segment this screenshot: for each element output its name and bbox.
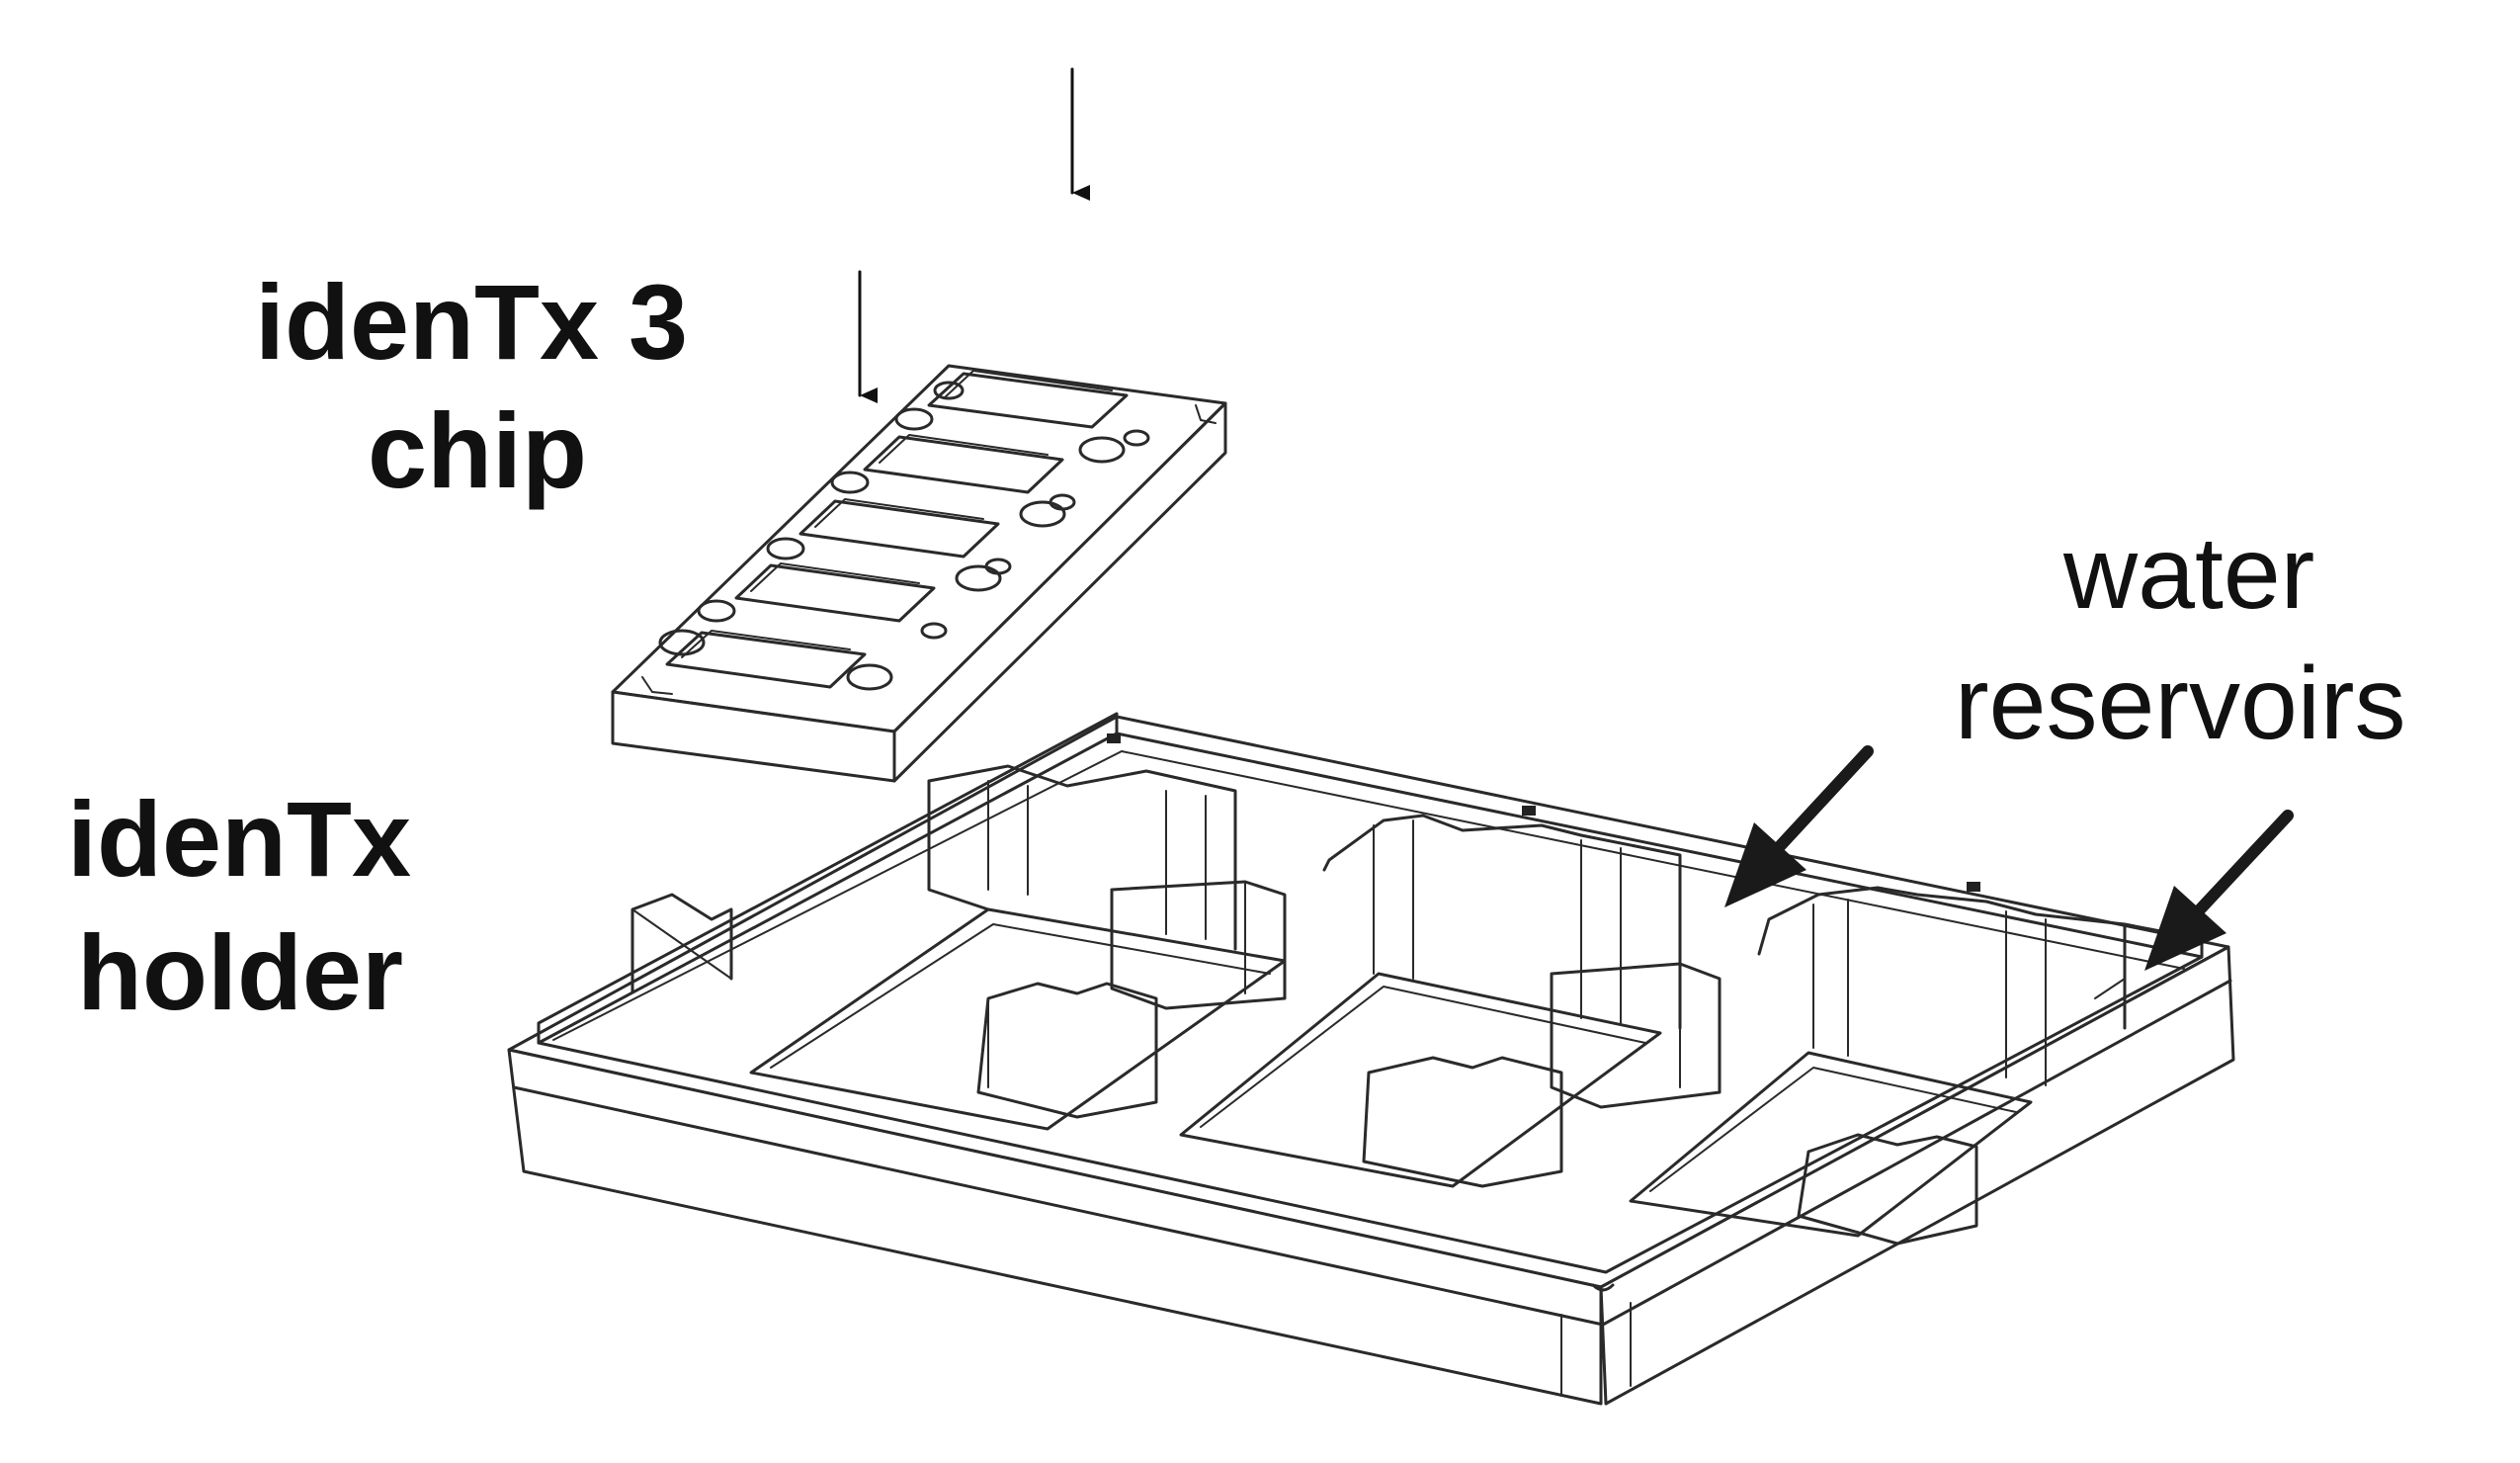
reservoir-label-line-1: water xyxy=(2063,516,2315,631)
chip-side xyxy=(892,401,1227,783)
holder-base-side xyxy=(1599,945,2235,1406)
reservoir-arrow-1 xyxy=(1763,745,1874,864)
chip-label-line-2: chip xyxy=(368,390,588,510)
holder-left-wall xyxy=(537,712,1119,1045)
holder-base-ledge-line xyxy=(512,979,2232,1327)
holder-label-line-2: holder xyxy=(77,912,404,1032)
reservoir-arrow-2 xyxy=(2183,810,2294,927)
identx-holder xyxy=(507,712,2235,1406)
holder-label-line-1: idenTx xyxy=(67,779,412,899)
reservoir-arrows xyxy=(1724,745,2294,971)
insertion-arrows xyxy=(858,67,1090,403)
reservoir-label-line-2: reservoirs xyxy=(1955,646,2406,761)
chip-label-line-1: idenTx 3 xyxy=(255,262,689,382)
identx-3-chip xyxy=(611,364,1227,783)
holder-cavity-3 xyxy=(1629,1051,2033,1238)
chip-top xyxy=(611,364,1227,733)
holder-base-front xyxy=(507,1048,1603,1406)
holder-cavity-2 xyxy=(1179,972,1662,1188)
